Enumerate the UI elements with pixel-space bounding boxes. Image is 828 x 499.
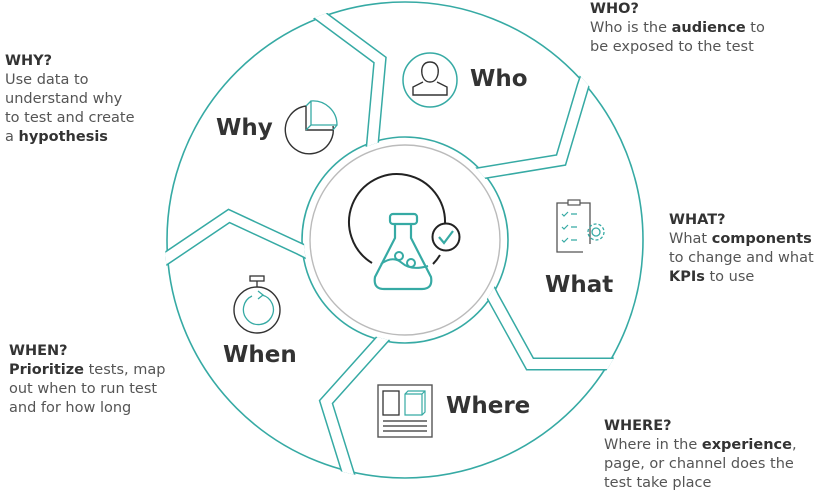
segment-label-when: When [223, 342, 297, 368]
description-heading: WHAT? [669, 212, 726, 228]
description-what: WHAT? What components to change and what… [669, 211, 814, 287]
description-line: to change and what [669, 250, 814, 266]
segment-label-what: What [545, 272, 614, 298]
description-heading: WHEN? [9, 343, 68, 359]
stopwatch-icon [233, 275, 281, 334]
page-layout-icon [377, 384, 433, 438]
user-icon [402, 52, 458, 108]
text: to [745, 20, 765, 36]
segment-label-where: Where [446, 393, 531, 419]
segment-label-why: Why [216, 115, 273, 141]
description-line: Use data to [5, 72, 89, 88]
bold-text: experience [701, 437, 792, 453]
text: a [5, 129, 19, 145]
description-line: page, or channel does the [604, 456, 794, 472]
bold-text: KPIs [669, 269, 705, 285]
pie-chart-icon [284, 100, 338, 155]
bold-text: Prioritize [9, 362, 85, 378]
text: tests, map [84, 362, 166, 378]
description-line: KPIs to use [669, 268, 814, 287]
description-line: be exposed to the test [590, 39, 754, 55]
description-where: WHERE? Where in the experience, page, or… [604, 417, 797, 493]
description-line: understand why [5, 91, 123, 107]
description-line: to test and create [5, 110, 135, 126]
text: Where in the [604, 437, 702, 453]
center-ring [309, 144, 501, 336]
description-line: Who is the audience to [590, 19, 765, 38]
description-line: test take place [604, 475, 712, 491]
outer-ring [166, 1, 644, 479]
inner-ring [301, 136, 509, 344]
description-heading: WHERE? [604, 418, 672, 434]
text: What [669, 231, 712, 247]
text: to use [704, 269, 755, 285]
description-heading: WHY? [5, 53, 53, 69]
bold-text: hypothesis [18, 129, 108, 145]
description-line: Where in the experience, [604, 436, 797, 455]
description-line: What components [669, 230, 814, 249]
segment-label-who: Who [470, 66, 528, 92]
description-line: a hypothesis [5, 128, 135, 147]
description-line: and for how long [9, 400, 132, 416]
bold-text: components [711, 231, 812, 247]
description-heading: WHO? [590, 1, 639, 17]
description-line: Prioritize tests, map [9, 361, 165, 380]
clipboard-checklist-gear-icon [556, 199, 605, 253]
description-line: out when to run test [9, 381, 158, 397]
description-why: WHY? Use data to understand why to test … [5, 52, 135, 147]
description-who: WHO? Who is the audience to be exposed t… [590, 0, 765, 57]
description-when: WHEN? Prioritize tests, map out when to … [9, 342, 165, 418]
text: , [791, 437, 797, 453]
text: Who is the [590, 20, 672, 36]
bold-text: audience [671, 20, 746, 36]
flask-check-icon [348, 173, 461, 291]
